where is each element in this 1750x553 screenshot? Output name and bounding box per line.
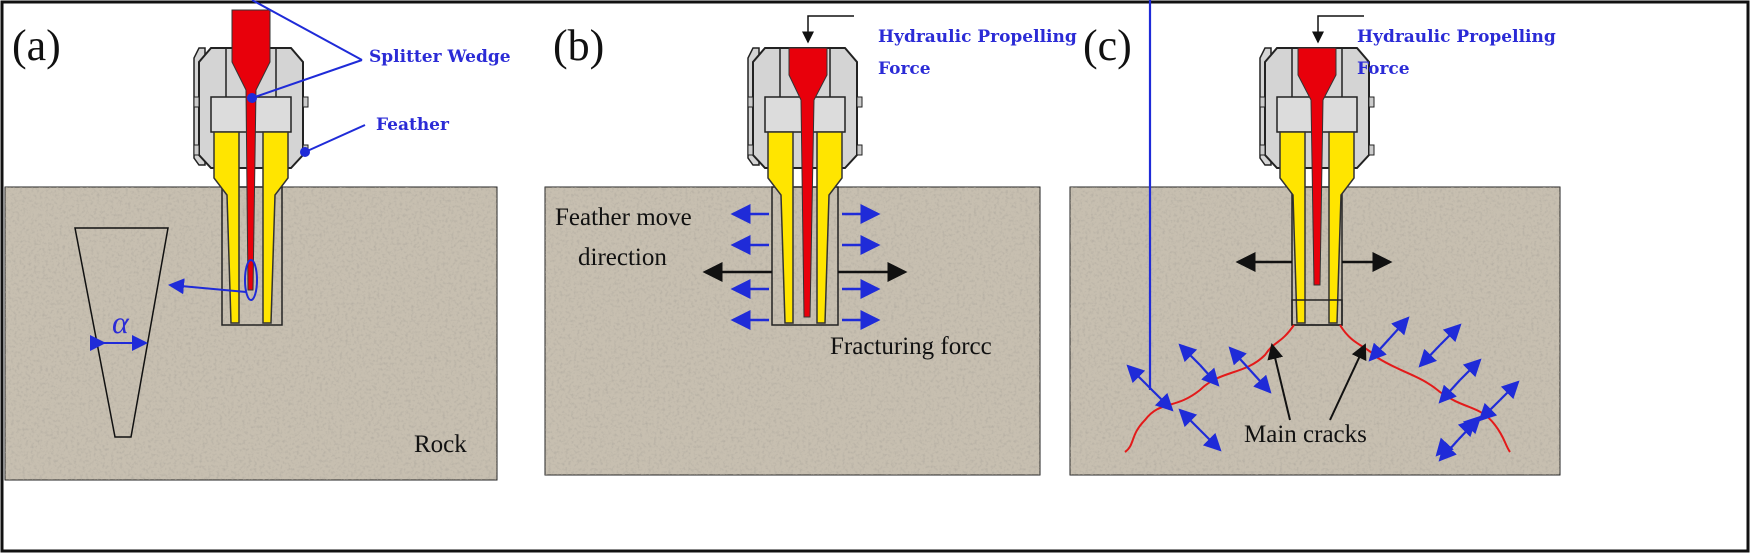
crack-pointer-left: [1267, 343, 1291, 421]
feather-move-label-line2: direction: [578, 244, 667, 271]
splitter-wedge-label: Splitter Wedge: [369, 47, 511, 67]
panel-a-label: (a): [12, 21, 61, 70]
panel-c-label: (c): [1083, 21, 1132, 70]
force-label-line1: Hydraulic Propelling: [1357, 27, 1556, 47]
force-label-line2: Force: [878, 59, 931, 79]
fracturing-force-label: Fracturing forcc: [830, 333, 992, 360]
panel-b: Hydraulic Propelling Force Feather move …: [544, 15, 1077, 476]
wedge-leader: [251, 0, 363, 61]
splitter-wedge: [1297, 47, 1337, 286]
feather-leader: [304, 124, 366, 153]
force-label-line1: Hydraulic Propelling: [878, 27, 1077, 47]
panel-c: Hydraulic Propelling Force: [1069, 0, 1561, 476]
splitter-wedge: [788, 47, 828, 318]
fracture-arrows: [730, 204, 881, 330]
panel-a: Splitter Wedge Feather α Rock (a): [4, 0, 511, 481]
detail-arrow: [168, 278, 247, 295]
feather-label: Feather: [376, 115, 450, 135]
crack-pointer-right: [1329, 343, 1367, 421]
main-cracks-label: Main cracks: [1244, 421, 1367, 448]
force-arrow: [1312, 15, 1364, 44]
detail-circle: [244, 259, 258, 301]
force-label-line2: Force: [1357, 59, 1410, 79]
splitter-wedge: [231, 9, 271, 291]
crack-force-arrows: [1126, 0, 1520, 462]
rock-label: Rock: [414, 431, 467, 458]
force-arrow: [802, 15, 854, 44]
panel-b-label: (b): [553, 21, 604, 70]
wedge-angle-diagram: [74, 227, 169, 438]
feather-move-label-line1: Feather move: [555, 204, 692, 231]
angle-alpha-label: α: [112, 304, 130, 340]
